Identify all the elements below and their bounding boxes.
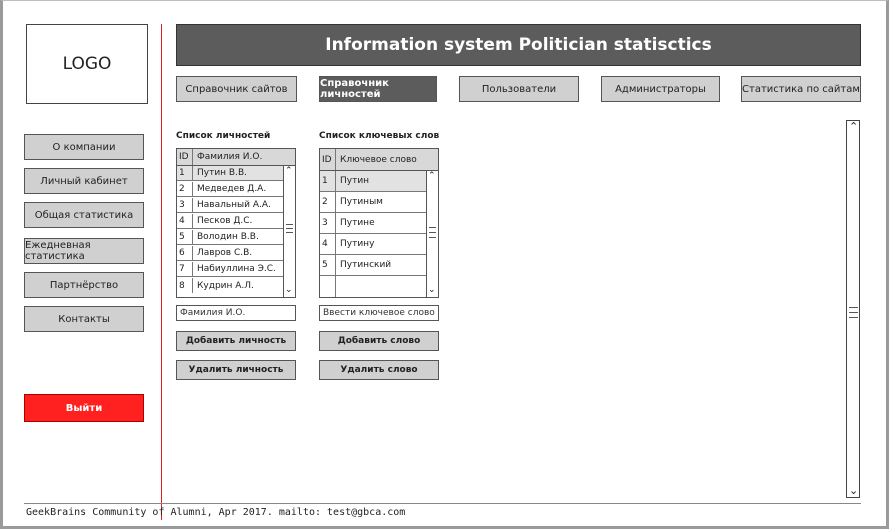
logo: LOGO — [26, 24, 148, 104]
row-id — [320, 276, 336, 297]
delete-person-button[interactable]: Удалить личность — [176, 360, 296, 380]
row-name: Лавров С.В. — [197, 248, 253, 258]
row-name: Набиуллина Э.С. — [197, 264, 276, 274]
row-id: 5 — [320, 255, 336, 275]
table-row[interactable]: 2 Медведев Д.А. — [177, 182, 284, 197]
chevron-down-icon[interactable]: ⌄ — [428, 285, 436, 295]
chevron-up-icon[interactable]: ⌃ — [285, 166, 293, 176]
sidebar-item-about[interactable]: О компании — [24, 134, 144, 160]
column-header-keyword: Ключевое слово — [340, 154, 417, 165]
row-id: 4 — [177, 214, 193, 228]
sidebar-item-daily-stats[interactable]: Ежедневная статистика — [24, 238, 144, 264]
table-row[interactable]: 4 Песков Д.С. — [177, 214, 284, 229]
row-id: 7 — [177, 262, 193, 276]
row-id: 5 — [177, 230, 193, 244]
keywords-list[interactable]: ID Ключевое слово 1 Путин 2 Путиным 3 Пу… — [319, 148, 439, 298]
tab-sites-directory[interactable]: Справочник сайтов — [176, 76, 297, 102]
row-id: 2 — [320, 192, 336, 212]
persons-list-scrollbar[interactable]: ⌃ ⌄ — [283, 166, 295, 297]
row-name: Путин В.В. — [197, 168, 248, 178]
scroll-grip-icon — [849, 312, 858, 313]
tab-administrators[interactable]: Администраторы — [601, 76, 720, 102]
person-name-input[interactable]: Фамилия И.О. — [176, 305, 296, 321]
footer-text: GeekBrains Community of Alumni, Apr 2017… — [26, 507, 406, 518]
row-keyword: Путине — [340, 218, 375, 228]
row-id: 4 — [320, 234, 336, 254]
row-keyword: Путинский — [340, 260, 392, 270]
sidebar-item-general-stats[interactable]: Общая статистика — [24, 202, 144, 228]
row-id: 3 — [177, 198, 193, 212]
table-row[interactable]: 3 Навальный А.А. — [177, 198, 284, 213]
page-scrollbar[interactable]: ⌃ ⌄ — [846, 120, 860, 498]
table-row[interactable]: 7 Набиуллина Э.С. — [177, 262, 284, 277]
tab-users[interactable]: Пользователи — [459, 76, 579, 102]
keyword-input[interactable]: Ввести ключевое слово — [319, 305, 439, 321]
row-id: 1 — [320, 171, 336, 191]
sidebar-divider — [161, 24, 162, 520]
footer-divider — [24, 503, 861, 504]
table-row[interactable]: 6 Лавров С.В. — [177, 246, 284, 261]
row-id: 2 — [177, 182, 193, 196]
keywords-list-header: ID Ключевое слово — [320, 149, 438, 171]
chevron-down-icon[interactable]: ⌄ — [285, 285, 293, 295]
row-name: Песков Д.С. — [197, 216, 253, 226]
page-title: Information system Politician statisctic… — [176, 24, 861, 66]
scroll-grip-icon — [429, 237, 436, 238]
chevron-down-icon[interactable]: ⌄ — [849, 484, 859, 497]
tab-persons-directory[interactable]: Справочник личностей — [319, 76, 437, 102]
table-row[interactable]: 8 Кудрин А.Л. — [177, 278, 284, 293]
row-id: 8 — [177, 278, 193, 293]
scroll-grip-icon — [429, 232, 436, 233]
scroll-grip-icon — [286, 228, 293, 229]
row-id: 1 — [177, 166, 193, 180]
row-name: Кудрин А.Л. — [197, 280, 254, 291]
table-row[interactable]: 4 Путину — [320, 234, 427, 255]
scroll-grip-icon — [429, 227, 436, 228]
delete-keyword-button[interactable]: Удалить слово — [319, 360, 439, 380]
row-keyword: Путин — [340, 176, 370, 186]
table-row[interactable]: 3 Путине — [320, 213, 427, 234]
row-id: 6 — [177, 246, 193, 260]
column-header-name: Фамилия И.О. — [197, 152, 263, 162]
column-header-id: ID — [320, 149, 336, 170]
scroll-grip-icon — [849, 317, 858, 318]
chevron-up-icon[interactable]: ⌃ — [428, 171, 436, 181]
keywords-list-scrollbar[interactable]: ⌃ ⌄ — [426, 171, 438, 297]
table-row-empty — [320, 276, 427, 297]
table-row[interactable]: 2 Путиным — [320, 192, 427, 213]
chevron-up-icon[interactable]: ⌃ — [849, 120, 859, 133]
persons-list[interactable]: ID Фамилия И.О. 1 Путин В.В. 2 Медведев … — [176, 148, 296, 298]
sidebar-item-partnership[interactable]: Партнёрство — [24, 272, 144, 298]
table-row[interactable]: 1 Путин В.В. — [177, 166, 284, 181]
scroll-grip-icon — [849, 307, 858, 308]
column-header-id: ID — [177, 149, 193, 165]
table-row[interactable]: 5 Путинский — [320, 255, 427, 276]
logout-button[interactable]: Выйти — [24, 394, 144, 422]
row-name: Володин В.В. — [197, 232, 259, 242]
tab-site-statistics[interactable]: Статистика по сайтам — [741, 76, 861, 102]
scroll-grip-icon — [286, 224, 293, 225]
persons-list-header: ID Фамилия И.О. — [177, 149, 295, 166]
persons-list-title: Список личностей — [176, 131, 271, 141]
row-name: Навальный А.А. — [197, 200, 271, 210]
row-keyword: Путиным — [340, 197, 383, 207]
keywords-list-title: Список ключевых слов — [319, 131, 440, 141]
row-keyword: Путину — [340, 239, 375, 249]
table-row[interactable]: 5 Володин В.В. — [177, 230, 284, 245]
add-keyword-button[interactable]: Добавить слово — [319, 331, 439, 351]
sidebar-item-contacts[interactable]: Контакты — [24, 306, 144, 332]
add-person-button[interactable]: Добавить личность — [176, 331, 296, 351]
row-name: Медведев Д.А. — [197, 184, 267, 194]
sidebar-item-account[interactable]: Личный кабинет — [24, 168, 144, 194]
scroll-grip-icon — [286, 232, 293, 233]
table-row[interactable]: 1 Путин — [320, 171, 427, 192]
row-id: 3 — [320, 213, 336, 233]
